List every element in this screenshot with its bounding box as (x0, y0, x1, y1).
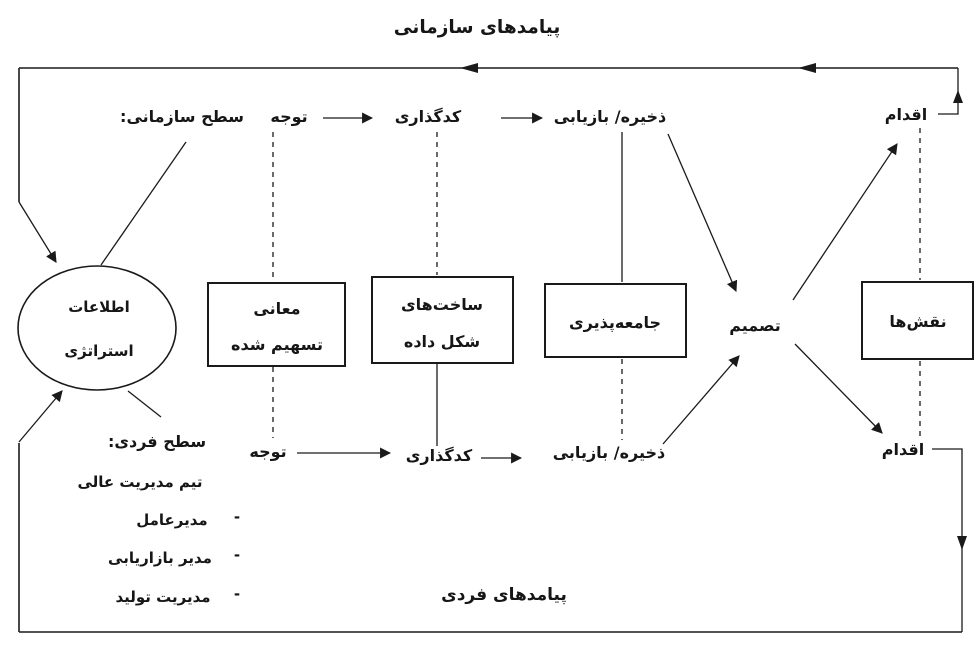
list-dash: - (234, 508, 240, 526)
shaped-structures-box: ساخت‌های شکل داده (371, 276, 514, 364)
up-arrowhead-icon (953, 90, 963, 103)
individual-outcomes-title: پیامدهای فردی (441, 585, 567, 605)
socialization-label: جامعه‌پذیری (569, 313, 661, 333)
organizational-outcomes-title: پیامدهای سازمانی (394, 17, 561, 38)
shared-meanings-box: معانی تسهیم شده (207, 282, 346, 367)
left-arrowhead-icon (460, 63, 478, 73)
shaped-structures-line2: شکل داده (404, 332, 480, 351)
individual-process-row: توجه کدگذاری ذخیره/ بازیابی اقدام (249, 440, 924, 465)
action-top-label: اقدام (885, 105, 927, 124)
down-arrowhead-icon (957, 536, 967, 550)
socialization-rect (544, 283, 687, 358)
storage-retrieval-bottom-label: ذخیره/ بازیابی (553, 443, 666, 462)
shaped-structures-rect (371, 276, 514, 364)
roles-label: نقش‌ها (889, 312, 946, 331)
org-level-pointer-line (100, 141, 187, 266)
team-header: تیم مدیریت عالی (77, 473, 202, 491)
bottom-action-feedback-stub (932, 448, 963, 632)
list-dash: - (234, 585, 240, 603)
socialization-box: جامعه‌پذیری (544, 283, 687, 358)
shared-meanings-line2: تسهیم شده (231, 335, 323, 354)
action-bottom-label: اقدام (882, 440, 924, 459)
individual-level-label: سطح فردی: (108, 432, 206, 451)
strategic-information-line2: استراتژی (64, 342, 133, 360)
top-management-team-list: تیم مدیریت عالی - مدیرعامل - مدیر بازاری… (77, 473, 240, 606)
decision-label: تصمیم (729, 316, 781, 335)
shared-meanings-rect (207, 282, 346, 367)
storage-bottom-to-decision-arrow (662, 355, 740, 445)
ind-level-pointer-line (127, 390, 162, 418)
list-dash: - (234, 546, 240, 564)
team-item-ceo: مدیرعامل (136, 511, 207, 529)
encoding-bottom-label: کدگذاری (406, 446, 473, 465)
storage-top-to-decision-arrow (667, 133, 738, 293)
strategic-information-line1: اطلاعات (68, 298, 130, 316)
roles-box: نقش‌ها (861, 281, 974, 360)
feedback-arrow-into-ellipse-bottom (18, 390, 63, 443)
encoding-top-label: کدگذاری (395, 107, 462, 126)
organizational-level-label: سطح سازمانی: (120, 107, 244, 126)
decision-to-action-top-arrow (792, 143, 898, 301)
team-item-production-management: مدیریت تولید (115, 588, 210, 606)
team-item-marketing-manager: مدیر بازاریابی (108, 549, 212, 567)
feedback-loop-border (18, 63, 967, 633)
decision-arrows (662, 133, 898, 445)
storage-retrieval-top-label: ذخیره/ بازیابی (554, 107, 667, 126)
shaped-structures-line1: ساخت‌های (401, 295, 483, 314)
strategic-information-ellipse (17, 265, 177, 391)
organizational-process-row: توجه کدگذاری ذخیره/ بازیابی اقدام (270, 105, 927, 126)
decision-to-action-bottom-arrow (794, 343, 883, 434)
roles-rect (861, 281, 974, 360)
shared-meanings-line1: معانی (253, 299, 300, 318)
vertical-connectors (272, 128, 921, 446)
attention-bottom-label: توجه (249, 442, 286, 461)
feedback-arrow-into-ellipse-top (18, 201, 57, 263)
attention-top-label: توجه (270, 107, 307, 126)
left-arrowhead-icon (798, 63, 816, 73)
top-action-feedback-stub (938, 68, 959, 115)
